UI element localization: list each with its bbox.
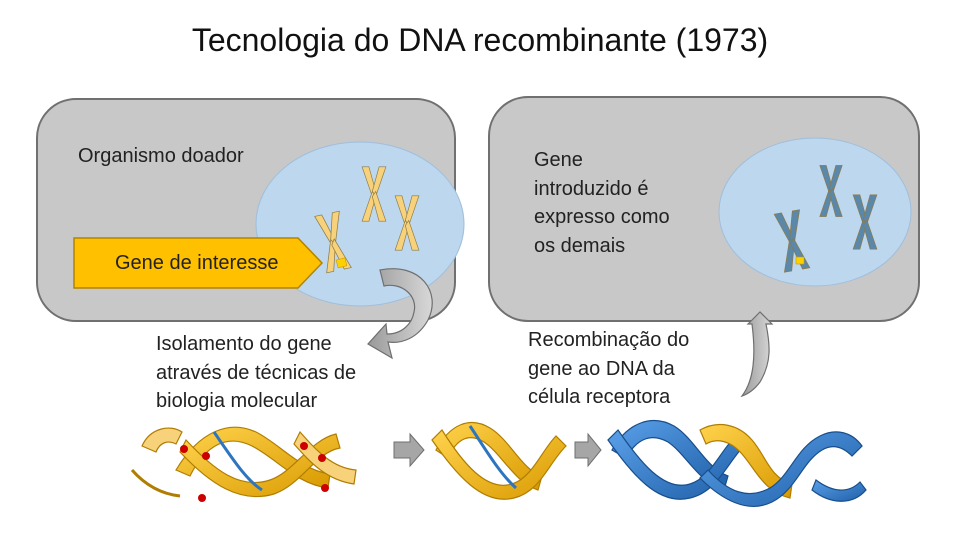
dna-isolated-gene <box>431 421 567 500</box>
restriction-site-dot <box>318 454 326 462</box>
gene-expressed-label: Gene introduzido é expresso como os dema… <box>534 149 670 257</box>
curved-arrow-recombination <box>740 311 774 398</box>
gene-of-interest-callout <box>73 237 324 289</box>
gene-highlight <box>795 256 805 265</box>
isolation-label: Isolamento do gene através de técnicas d… <box>156 333 357 412</box>
gene-of-interest-label: Gene de interesse <box>115 252 279 274</box>
page-title: Tecnologia do DNA recombinante (1973) <box>191 22 769 58</box>
step-arrow <box>574 432 602 468</box>
curved-arrow-isolation <box>367 268 433 360</box>
restriction-site-dot <box>198 494 206 502</box>
restriction-site-dot <box>300 442 308 450</box>
dna-recombinant-helix <box>607 420 867 507</box>
restriction-site-dot <box>180 445 188 453</box>
receptor-cell <box>718 137 912 287</box>
recombination-label: Recombinação do gene ao DNA da célula re… <box>528 329 690 408</box>
restriction-site-dot <box>321 484 329 492</box>
gene-highlight <box>335 257 348 269</box>
restriction-site-dot <box>202 452 210 460</box>
step-arrow <box>393 432 425 468</box>
donor-organism-label: Organismo doador <box>78 145 244 167</box>
